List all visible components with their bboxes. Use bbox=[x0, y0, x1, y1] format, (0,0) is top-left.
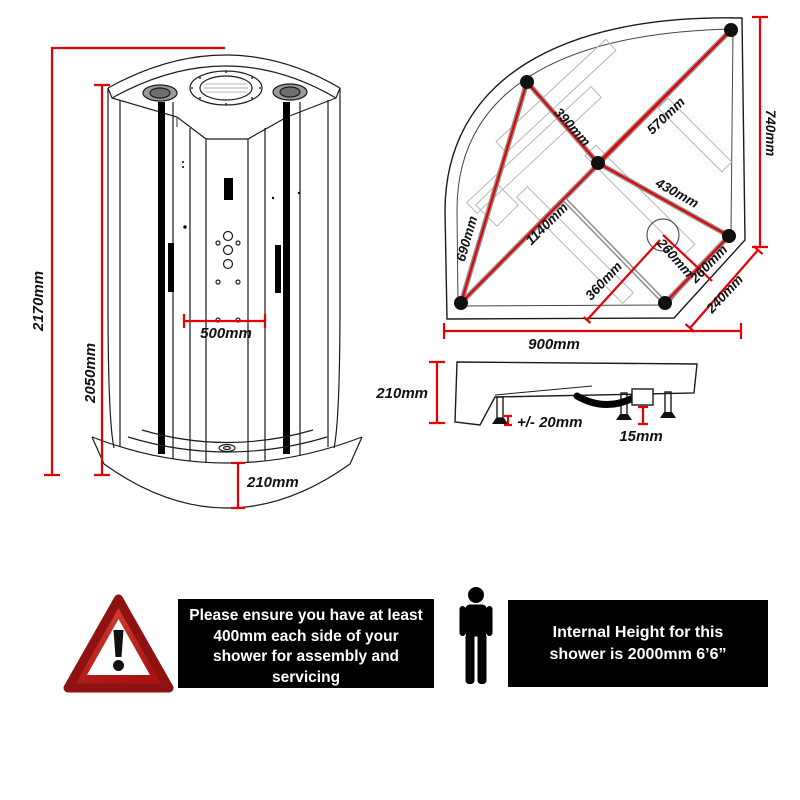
internal-height-notice: Internal Height for this shower is 2000m… bbox=[508, 600, 768, 687]
waste-hole bbox=[646, 218, 680, 252]
door-rail-right bbox=[283, 102, 290, 454]
side-tray-height-label: 210mm bbox=[375, 385, 428, 402]
door-handle-left bbox=[168, 243, 174, 292]
side-riser-gap-label: 15mm bbox=[619, 428, 662, 445]
side-foot-adjustment-label: +/- 20mm bbox=[517, 414, 582, 431]
dim-line-width bbox=[442, 323, 743, 339]
roof-dome-vent bbox=[189, 70, 263, 106]
front-view-drawing bbox=[91, 54, 363, 509]
notice-line: Please ensure you have at least bbox=[189, 607, 423, 624]
warning-triangle-icon bbox=[63, 594, 174, 693]
fixing-points bbox=[454, 23, 738, 310]
door-rail-left bbox=[158, 102, 165, 454]
front-tray-height-label: 210mm bbox=[246, 474, 299, 491]
notice-line: shower is 2000mm 6’6” bbox=[549, 645, 727, 663]
dim-line-tray-height bbox=[231, 461, 245, 510]
notice-line: 400mm each side of your bbox=[213, 627, 399, 645]
adjustable-legs bbox=[492, 391, 676, 424]
dim-line-internal-width bbox=[182, 314, 267, 328]
dim-line-cabin-height bbox=[94, 83, 110, 477]
tray-skirt bbox=[91, 436, 363, 464]
dim-line-side-tray-height bbox=[429, 360, 445, 425]
waste-trap bbox=[631, 388, 654, 406]
top-waste-to-front-label: 360mm bbox=[582, 259, 625, 303]
side-view-drawing bbox=[454, 361, 698, 426]
top-depth-label: 740mm bbox=[763, 110, 778, 157]
tray-profile bbox=[454, 361, 698, 426]
top-view-drawing bbox=[442, 15, 768, 339]
top-diagonal-label: 1140mm bbox=[523, 200, 571, 248]
person-height-icon bbox=[459, 587, 493, 684]
side-view-dimensions: 210mm +/- 20mm 15mm bbox=[375, 360, 663, 445]
control-panel bbox=[224, 178, 233, 200]
front-cabin-height-label: 2050mm bbox=[82, 343, 99, 404]
notice-line: servicing bbox=[271, 668, 341, 686]
drain bbox=[218, 443, 236, 453]
frame-slats bbox=[466, 38, 733, 305]
notice-line: shower for assembly and bbox=[212, 648, 400, 665]
waste-pipe bbox=[573, 392, 637, 408]
front-overall-height-label: 2170mm bbox=[30, 271, 47, 332]
front-view-dimensions: 2170mm 2050mm 500mm 210mm bbox=[30, 46, 299, 510]
door-handle-right bbox=[275, 245, 281, 293]
roof-speaker-left bbox=[142, 84, 178, 102]
assembly-clearance-notice: Please ensure you have at least 400mm ea… bbox=[178, 599, 434, 688]
dim-line-depth bbox=[752, 15, 768, 249]
body-jets bbox=[215, 230, 241, 323]
roof-speaker-right bbox=[272, 83, 308, 101]
dim-line-overall-height bbox=[44, 46, 225, 477]
top-view-dimensions: 390mm 570mm 430mm 690mm 1140mm 360mm 260… bbox=[453, 94, 778, 353]
dim-line-riser-gap bbox=[638, 405, 648, 426]
dim-line-foot-adjustment bbox=[504, 414, 512, 427]
notice-line: Internal Height for this bbox=[552, 623, 724, 641]
top-width-label: 900mm bbox=[528, 336, 580, 353]
technical-drawings: 2170mm 2050mm 500mm 210mm bbox=[30, 15, 778, 510]
front-internal-width-label: 500mm bbox=[200, 325, 252, 342]
